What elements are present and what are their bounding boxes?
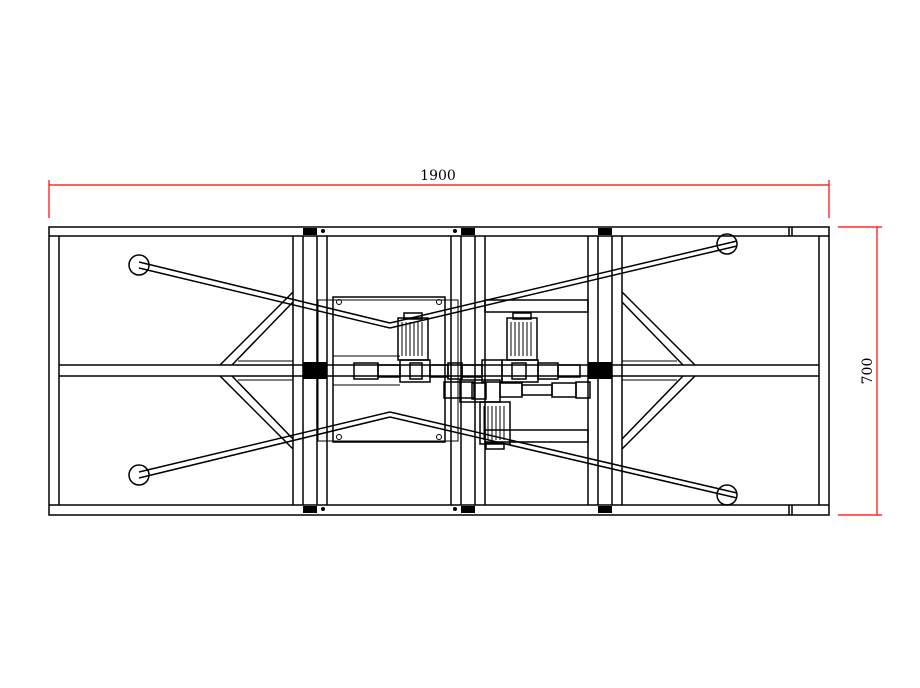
rail-clamps [303,228,612,513]
anchor-points [128,233,738,506]
center-beam [59,364,819,377]
height-dimension: 700 [838,226,882,516]
width-dimension: 1900 [48,168,830,218]
outer-frame [48,226,830,516]
left-brace [219,291,294,450]
width-dimension-label: 1900 [420,168,456,184]
height-dimension-label: 700 [860,358,876,385]
motor-right [506,312,538,361]
tension-straps [138,240,738,499]
cross-members [292,227,793,515]
right-brace [621,291,696,450]
drive-shafts [353,359,591,403]
